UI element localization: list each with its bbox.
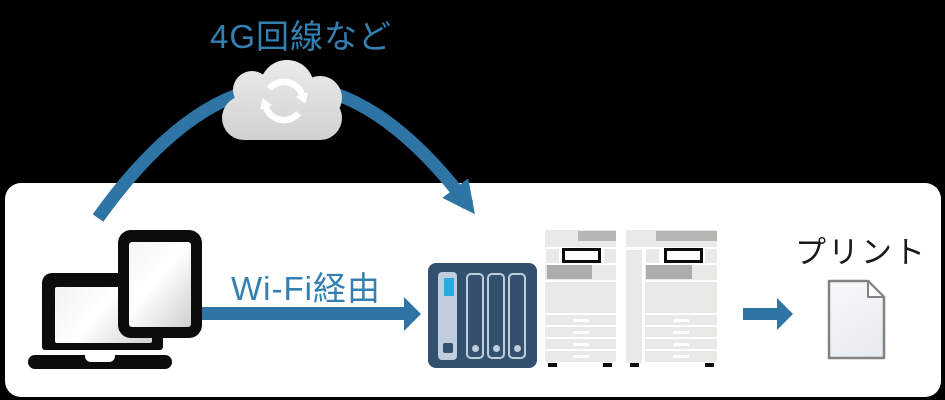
copier-feeder xyxy=(578,231,616,241)
copier-panel-right xyxy=(705,249,717,263)
arrow-head xyxy=(404,297,421,331)
wifi-arrow-icon xyxy=(202,297,421,331)
drawer-handle xyxy=(673,319,689,322)
copier-drawer xyxy=(645,315,717,325)
tablet-icon xyxy=(118,230,202,338)
copier-drawer xyxy=(645,327,717,337)
sync-arrows-icon xyxy=(259,78,309,124)
wifi-route-label: Wi-Fi経由 xyxy=(231,270,381,307)
copier-drawer xyxy=(645,351,717,362)
copier-drawer xyxy=(545,327,616,337)
document-fold-corner xyxy=(867,280,885,298)
nas-drive-bay xyxy=(466,273,484,359)
copier-display xyxy=(664,248,703,263)
copier-output-tray xyxy=(547,265,592,279)
arrow-shaft xyxy=(743,308,777,320)
cloud-sync-icon xyxy=(222,60,342,140)
copier-drawer xyxy=(545,339,616,349)
laptop-hinge-notch xyxy=(85,355,115,362)
cloud-route-label: 4G回線など xyxy=(210,18,393,55)
copier-drawer xyxy=(545,315,616,325)
drawer-handle xyxy=(572,331,589,334)
bay-dot xyxy=(513,345,521,352)
nas-drive-bay xyxy=(487,273,505,359)
print-label: プリント xyxy=(795,235,927,270)
nas-status-led xyxy=(444,278,454,296)
copier-panel-left xyxy=(646,249,659,263)
copier-display-screen xyxy=(565,251,598,260)
document-page xyxy=(827,279,886,360)
copier-drawer xyxy=(545,351,616,362)
copier-icon xyxy=(545,230,617,369)
bay-dot xyxy=(492,345,500,352)
drawer-handle xyxy=(673,355,689,358)
copier-body xyxy=(645,282,717,313)
laptop-base xyxy=(28,355,172,369)
copier-display-screen xyxy=(667,251,700,260)
drawer-handle xyxy=(572,355,589,358)
copier-foot xyxy=(705,363,714,367)
copier-panel-left xyxy=(546,249,559,263)
copier-output-tray xyxy=(646,265,692,279)
copier-panel-right xyxy=(604,249,616,263)
drawer-handle xyxy=(673,331,689,334)
copier-body xyxy=(545,282,616,313)
cloud-shape xyxy=(222,60,342,140)
drawer-handle xyxy=(572,319,589,322)
copier-foot xyxy=(630,363,639,367)
copier-foot xyxy=(548,363,557,367)
tablet-screen xyxy=(129,242,191,327)
copier-drawer xyxy=(645,339,717,349)
document-icon xyxy=(827,279,886,360)
copier-finisher-column xyxy=(626,250,642,363)
copier-icon xyxy=(626,230,717,369)
copier-feeder xyxy=(656,231,717,241)
drawer-handle xyxy=(572,343,589,346)
nas-drive-bay xyxy=(508,273,526,359)
nas-side-panel xyxy=(438,272,457,360)
copier-foot xyxy=(603,363,612,367)
print-arrow-icon xyxy=(743,298,793,330)
bay-dot xyxy=(471,345,479,352)
nas-icon xyxy=(428,263,537,368)
nas-power-button xyxy=(443,343,453,353)
arrow-head xyxy=(777,298,793,330)
copier-display xyxy=(562,248,601,263)
drawer-handle xyxy=(673,343,689,346)
arrow-shaft xyxy=(202,307,404,320)
